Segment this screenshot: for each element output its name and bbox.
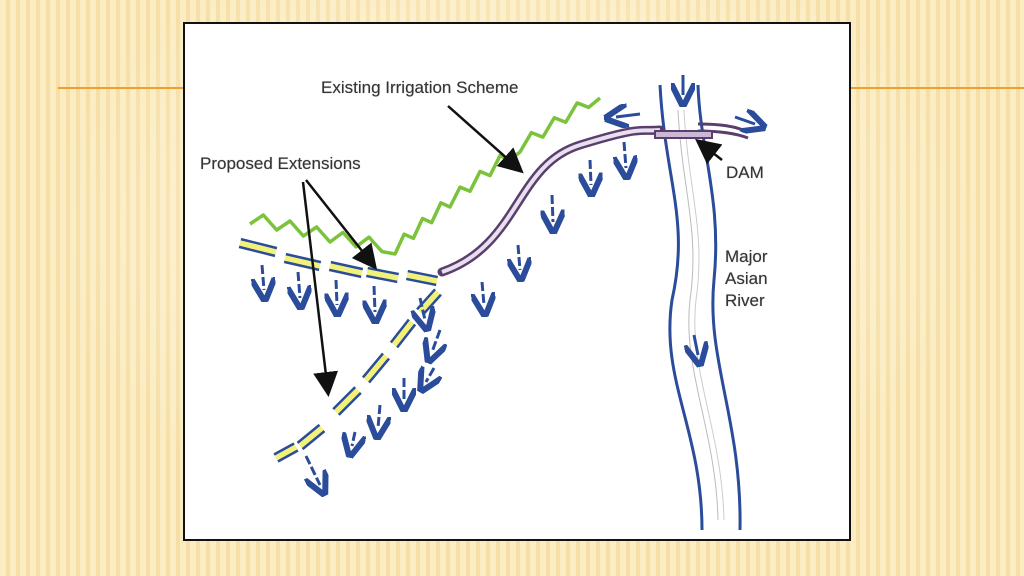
- extension-segment: [284, 254, 321, 270]
- proposed-extensions: [238, 237, 442, 463]
- extension-segment: [368, 357, 391, 384]
- extension-segment: [406, 271, 438, 285]
- pointer-dam: [695, 138, 723, 165]
- down-arrow-icon: [298, 271, 300, 298]
- label-proposed-extensions: Proposed Extensions: [200, 154, 361, 173]
- label-river-line: Major: [725, 247, 768, 266]
- extension-segment: [328, 268, 362, 279]
- extension-segment: [273, 442, 295, 456]
- label-river-line: Asian: [725, 269, 768, 288]
- down-arrow-icon: [378, 404, 380, 428]
- label-river: Major Asian River: [725, 246, 768, 312]
- label-river-line: River: [725, 291, 765, 310]
- extension-segment: [240, 237, 278, 250]
- extension-segment: [363, 353, 389, 383]
- extension-segment: [366, 268, 399, 282]
- existing-canal: [437, 114, 755, 277]
- down-arrow-icon: [306, 455, 320, 485]
- down-arrow-icon: [590, 159, 591, 185]
- extension-segment: [407, 269, 439, 279]
- down-arrow-icon: [420, 297, 425, 320]
- label-existing-irrigation: Existing Irrigation Scheme: [321, 78, 519, 97]
- pointer-proposed-1: [305, 179, 378, 270]
- crops-zigzag: [249, 96, 602, 256]
- down-arrow-icon: [624, 141, 626, 168]
- down-arrow-icon: [374, 285, 375, 312]
- extension-segment: [239, 239, 277, 256]
- extension-segment: [366, 274, 398, 284]
- extension-segment: [337, 391, 362, 416]
- extension-segment: [301, 430, 326, 451]
- down-arrow-icon: [336, 279, 337, 305]
- pointer-existing: [447, 105, 524, 174]
- down-arrow-icon: [352, 431, 355, 446]
- extension-segment: [329, 262, 363, 277]
- down-arrow-icon: [432, 329, 440, 352]
- label-dam: DAM: [726, 163, 764, 182]
- down-arrow-icon: [262, 264, 264, 290]
- extension-segment: [285, 252, 322, 264]
- down-arrow-icon: [552, 194, 553, 222]
- extension-segment: [332, 386, 357, 411]
- extension-segment: [277, 449, 299, 463]
- down-arrow-icon: [482, 281, 484, 305]
- flow-arrows: [262, 141, 626, 485]
- extension-segment: [333, 387, 361, 415]
- pointer-proposed-2: [301, 181, 339, 397]
- extension-segment: [391, 319, 415, 348]
- extension-segment: [297, 425, 325, 449]
- down-arrow-icon: [426, 368, 434, 382]
- extension-segment: [274, 443, 298, 462]
- down-arrow-icon: [518, 244, 520, 270]
- extension-segment: [296, 423, 321, 444]
- extension-segment: [389, 318, 410, 344]
- extension-segment: [361, 352, 384, 379]
- dam: [654, 130, 713, 139]
- extension-segment: [238, 245, 276, 258]
- extension-segment: [405, 277, 437, 287]
